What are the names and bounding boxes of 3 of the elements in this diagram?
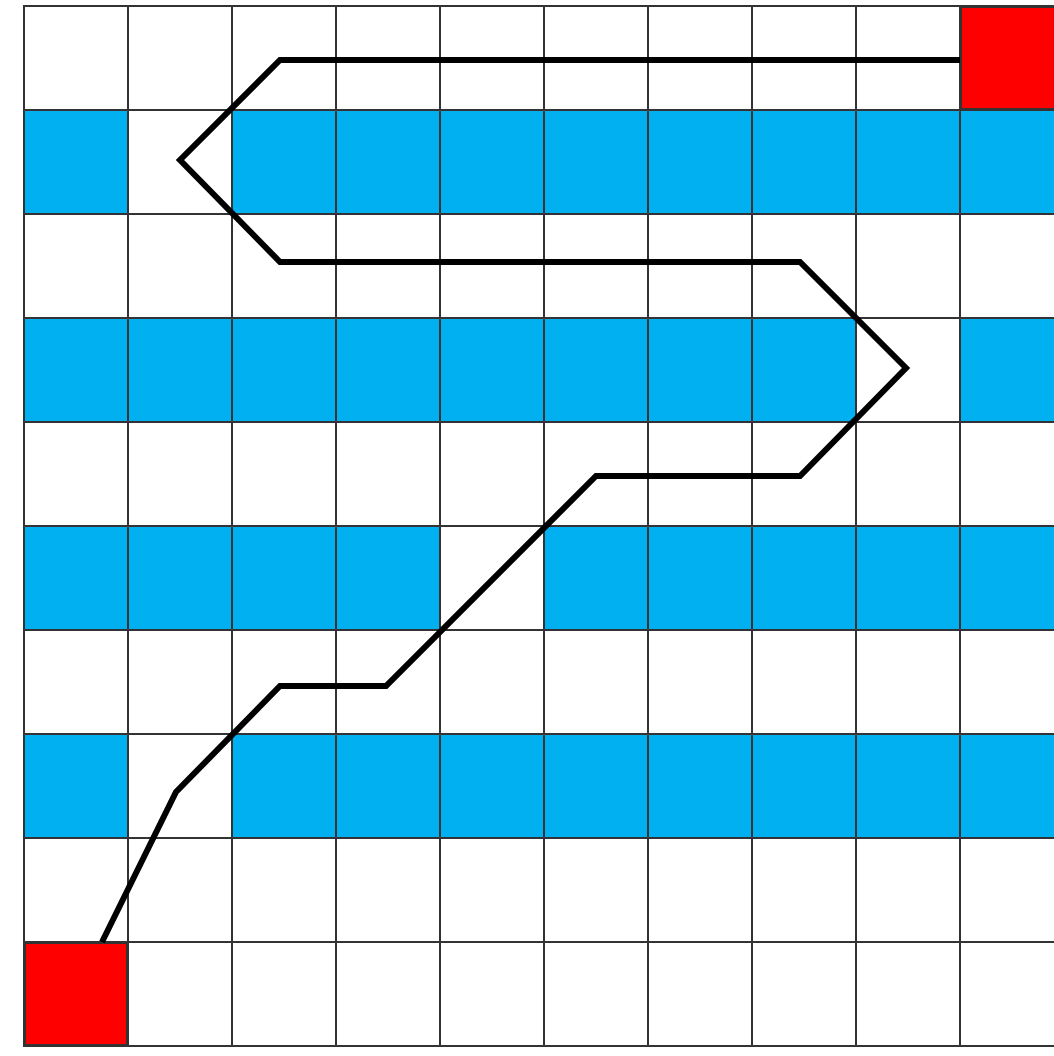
endpoint-cell <box>24 942 128 1046</box>
path-line <box>99 57 960 944</box>
endpoint-cell <box>960 6 1054 110</box>
